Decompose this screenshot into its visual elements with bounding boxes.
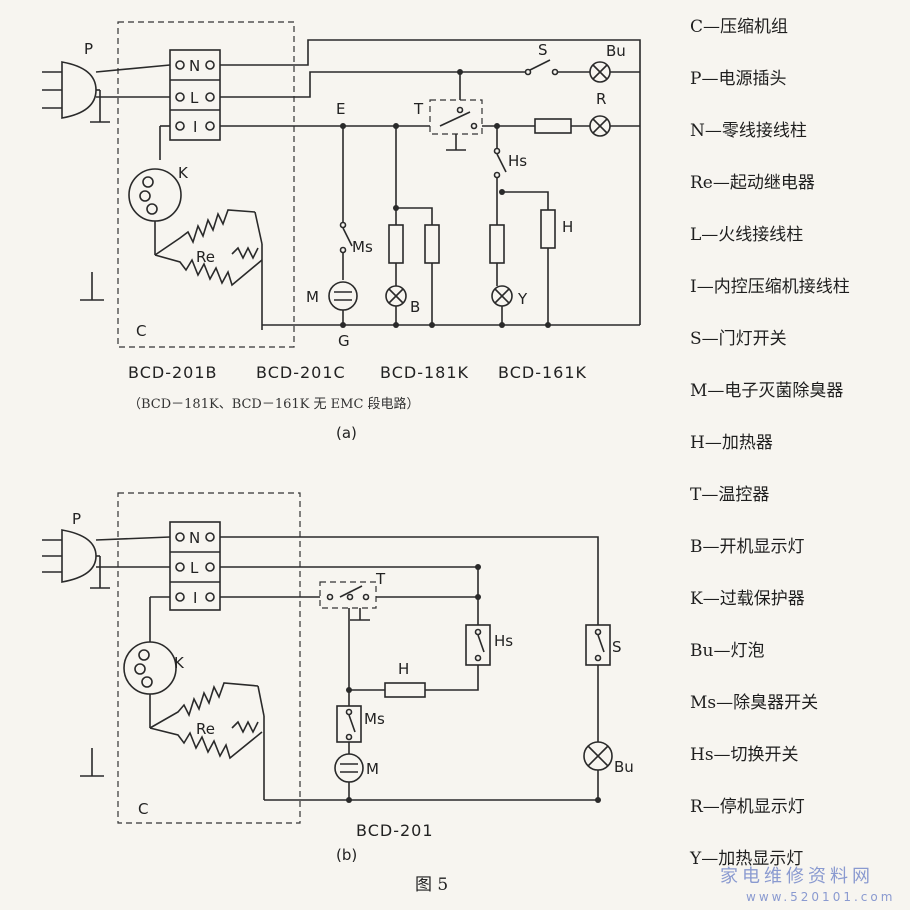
legend-item: Ms—除臭器开关	[690, 693, 819, 713]
watermark-url: www.520101.com	[746, 890, 896, 904]
bulb-b: Bu	[583, 741, 634, 776]
plug-b: P	[42, 510, 110, 589]
bulb-label-b: Bu	[614, 758, 634, 776]
stop-lamp-a: R	[589, 90, 611, 137]
model-4-a: BCD-161K	[498, 363, 587, 382]
heater-b	[384, 682, 426, 698]
deodorizer-b: M	[334, 753, 379, 783]
heater-label-a: H	[562, 218, 573, 236]
compressor-label-b: C	[138, 800, 148, 818]
compressor-enclosure-b	[117, 492, 301, 824]
relay-label-b: Re	[196, 720, 215, 738]
legend-item: K—过载保护器	[690, 589, 805, 609]
heater-label-b: H	[398, 660, 409, 678]
switch-hs-label-b: Hs	[494, 632, 513, 650]
plug-label-b: P	[72, 510, 81, 528]
ground-g-label-a: G	[338, 332, 350, 350]
deodorizer-a: M	[306, 281, 358, 311]
plug-a: P	[42, 40, 110, 123]
sub-caption-a: (a)	[336, 424, 357, 442]
ground-e-label-a: E	[336, 100, 345, 118]
deodorizer-label-a: M	[306, 288, 319, 306]
door-switch-label-a: S	[538, 41, 548, 59]
legend-item: Bu—灯泡	[690, 641, 765, 661]
switch-hs-b: Hs	[465, 624, 513, 666]
deodorizer-switch-label-a: Ms	[352, 238, 373, 256]
legend-item: I—内控压缩机接线柱	[690, 277, 850, 297]
terminal-l-b: L	[190, 559, 199, 577]
door-switch-a: S	[524, 41, 559, 76]
legend-item: L—火线接线柱	[690, 225, 804, 245]
switch-hs-a: Hs	[493, 147, 527, 179]
terminal-l-a: L	[190, 89, 199, 107]
legend-item: M—电子灭菌除臭器	[690, 381, 844, 401]
legend-item: Re—起动继电器	[690, 173, 815, 193]
sub-caption-b: (b)	[336, 846, 357, 864]
deodorizer-switch-b: Ms	[336, 705, 385, 743]
deodorizer-label-b: M	[366, 760, 379, 778]
thermostat-label-a: T	[413, 100, 424, 118]
run-lamp-label-a: B	[410, 298, 420, 316]
model-3-a: BCD-181K	[380, 363, 469, 382]
bulb-a: Bu	[589, 42, 626, 83]
watermark: 家电维修资料网	[720, 866, 874, 887]
heat-lamp-a: Y	[491, 285, 528, 308]
legend-item: Hs—切换开关	[690, 745, 799, 765]
overload-label-b: K	[174, 654, 185, 672]
legend-item: H—加热器	[690, 433, 773, 453]
compressor-label-a: C	[136, 322, 146, 340]
run-lamp-a: B	[385, 285, 420, 316]
overload-protector-b: K	[123, 641, 185, 695]
model-1-a: BCD-201B	[128, 363, 217, 382]
heat-lamp-label-a: Y	[517, 290, 528, 308]
legend-item: N—零线接线柱	[690, 121, 807, 141]
terminal-n-a: N	[189, 57, 200, 75]
door-switch-label-b: S	[612, 638, 622, 656]
relay-label-a: Re	[196, 248, 215, 266]
switch-hs-label-a: Hs	[508, 152, 527, 170]
component-legend: C—压缩机组 P—电源插头 N—零线接线柱 Re—起动继电器 L—火线接线柱 I…	[690, 12, 905, 896]
door-switch-b: S	[585, 624, 622, 666]
terminal-block-b: N L I	[169, 521, 221, 611]
model-b: BCD-201	[356, 821, 434, 840]
thermostat-label-b: T	[375, 570, 386, 588]
start-relay-a: Re	[154, 209, 263, 330]
terminal-i-b: I	[193, 589, 197, 607]
legend-item: C—压缩机组	[690, 17, 789, 37]
legend-item: R—停机显示灯	[690, 797, 805, 817]
terminal-i-a: I	[193, 118, 197, 136]
legend-item: Y—加热显示灯	[690, 849, 804, 869]
circuit-a: P N L I K	[42, 21, 641, 442]
bulb-label-a: Bu	[606, 42, 626, 60]
note-a: （BCD－181K、BCD－161K 无 EMC 段电路）	[128, 396, 420, 412]
model-2-a: BCD-201C	[256, 363, 346, 382]
circuit-b: P N L I K	[42, 492, 634, 864]
overload-protector-a: K	[128, 164, 189, 222]
plug-label-a: P	[84, 40, 93, 58]
figure-caption: 图 5	[415, 875, 449, 895]
heater-a	[540, 209, 556, 249]
deodorizer-switch-label-b: Ms	[364, 710, 385, 728]
stop-lamp-label-a: R	[596, 90, 606, 108]
legend-item: T—温控器	[690, 485, 770, 505]
thermostat-a: T	[413, 99, 483, 151]
start-relay-b: Re	[149, 682, 265, 800]
legend-item: S—门灯开关	[690, 329, 787, 349]
legend-item: P—电源插头	[690, 69, 787, 89]
legend-item: B—开机显示灯	[690, 537, 805, 557]
terminal-n-b: N	[189, 529, 200, 547]
thermostat-b: T	[319, 570, 386, 621]
terminal-block-a: N L I	[169, 49, 221, 141]
overload-label-a: K	[178, 164, 189, 182]
deodorizer-switch-a: Ms	[339, 221, 373, 256]
